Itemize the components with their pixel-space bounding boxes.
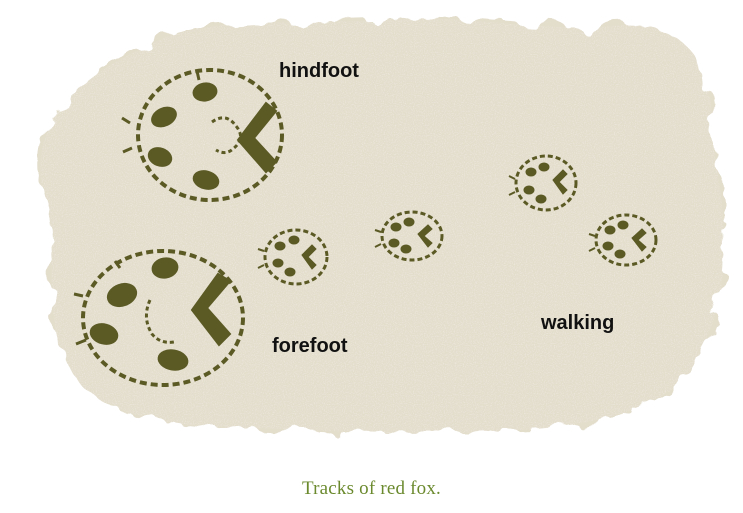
forefoot-label: forefoot [272, 335, 348, 358]
figure-caption: Tracks of red fox. [0, 478, 743, 500]
walking-label: walking [541, 312, 614, 335]
hindfoot-label: hindfoot [279, 60, 359, 83]
background-smudge [0, 0, 743, 470]
